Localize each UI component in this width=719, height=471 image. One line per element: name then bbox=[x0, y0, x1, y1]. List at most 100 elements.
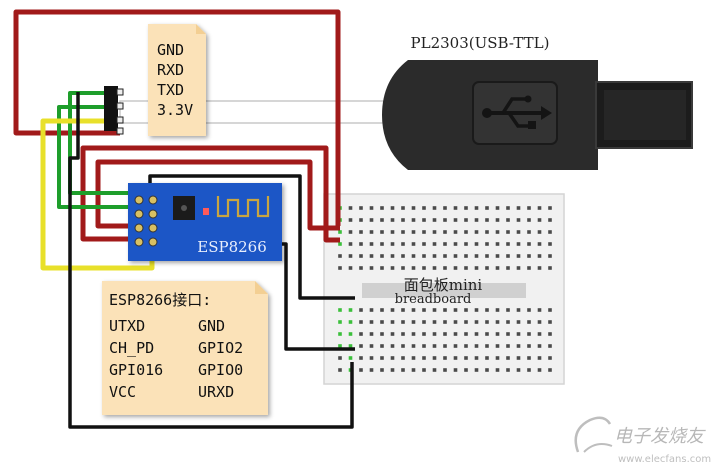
breadboard-hole bbox=[516, 308, 521, 312]
breadboard-hole bbox=[348, 206, 353, 210]
breadboard-hole bbox=[338, 332, 342, 336]
breadboard-hole bbox=[369, 332, 374, 336]
breadboard-hole bbox=[453, 218, 458, 222]
breadboard-hole bbox=[443, 230, 447, 234]
breadboard-hole bbox=[401, 206, 405, 210]
breadboard-hole bbox=[422, 254, 426, 258]
breadboard-hole bbox=[401, 308, 405, 312]
breadboard-hole bbox=[359, 320, 363, 324]
breadboard-hole bbox=[516, 218, 521, 222]
breadboard-hole bbox=[411, 344, 416, 348]
breadboard-hole bbox=[401, 230, 405, 234]
breadboard-hole bbox=[506, 230, 510, 234]
breadboard-hole bbox=[390, 368, 395, 372]
breadboard-hole bbox=[432, 368, 437, 372]
breadboard-hole bbox=[548, 356, 552, 360]
esp-pin-utxd: UTXD bbox=[109, 317, 145, 335]
breadboard-hole bbox=[474, 332, 479, 336]
breadboard-hole bbox=[474, 344, 479, 348]
breadboard-hole bbox=[411, 218, 416, 222]
breadboard-hole bbox=[380, 308, 384, 312]
breadboard-hole bbox=[390, 254, 395, 258]
breadboard-hole bbox=[485, 218, 489, 222]
breadboard-hole bbox=[527, 254, 531, 258]
breadboard-hole bbox=[443, 368, 447, 372]
usb-icon bbox=[472, 81, 558, 145]
breadboard-hole bbox=[474, 308, 479, 312]
breadboard-hole bbox=[453, 344, 458, 348]
usb-adapter-title: PL2303(USB-TTL) bbox=[411, 34, 550, 52]
breadboard-hole bbox=[422, 230, 426, 234]
note-fold bbox=[196, 24, 206, 34]
breadboard-hole bbox=[527, 320, 531, 324]
breadboard-hole bbox=[485, 254, 489, 258]
esp-pin-gpio16: GPI016 bbox=[109, 361, 163, 379]
breadboard-hole bbox=[411, 356, 416, 360]
breadboard-hole bbox=[359, 308, 363, 312]
breadboard-hole bbox=[527, 230, 531, 234]
breadboard-hole bbox=[474, 242, 479, 246]
breadboard-hole bbox=[432, 242, 437, 246]
wire-red-outer bbox=[13, 9, 341, 226]
breadboard-hole bbox=[453, 356, 458, 360]
breadboard-hole bbox=[338, 320, 342, 324]
watermark-sub: www.elecfans.com bbox=[618, 454, 711, 465]
breadboard-hole bbox=[443, 266, 447, 270]
breadboard-hole bbox=[464, 218, 468, 222]
breadboard-hole bbox=[390, 356, 395, 360]
breadboard-hole bbox=[380, 344, 384, 348]
breadboard-hole bbox=[548, 242, 552, 246]
breadboard-hole bbox=[474, 206, 479, 210]
breadboard-hole bbox=[485, 320, 489, 324]
breadboard-hole bbox=[380, 230, 384, 234]
breadboard-hole bbox=[495, 332, 500, 336]
breadboard-hole bbox=[348, 344, 353, 348]
breadboard-hole bbox=[527, 242, 531, 246]
usb-pins-note-paper bbox=[148, 24, 206, 136]
breadboard-hole bbox=[495, 230, 500, 234]
breadboard-hole bbox=[380, 254, 384, 258]
pin-3 bbox=[116, 116, 124, 124]
breadboard-hole bbox=[422, 242, 426, 246]
breadboard-hole bbox=[443, 206, 447, 210]
breadboard-hole bbox=[411, 368, 416, 372]
breadboard-hole bbox=[411, 308, 416, 312]
breadboard-hole bbox=[348, 230, 353, 234]
breadboard-hole bbox=[348, 332, 353, 336]
breadboard-hole bbox=[380, 332, 384, 336]
breadboard-hole bbox=[390, 320, 395, 324]
pin-4 bbox=[116, 127, 124, 135]
breadboard-hole bbox=[495, 218, 500, 222]
breadboard-hole bbox=[443, 344, 447, 348]
breadboard-hole bbox=[359, 242, 363, 246]
breadboard-hole bbox=[369, 356, 374, 360]
breadboard-hole bbox=[548, 254, 552, 258]
breadboard-hole bbox=[548, 344, 552, 348]
breadboard-hole bbox=[453, 206, 458, 210]
usb-ttl-adapter: PL2303(USB-TTL) bbox=[119, 34, 693, 170]
esp-pin-gnd: GND bbox=[198, 317, 225, 335]
esp8266-led bbox=[203, 208, 209, 215]
breadboard-hole bbox=[380, 320, 384, 324]
breadboard-hole bbox=[453, 266, 458, 270]
breadboard-hole bbox=[390, 332, 395, 336]
breadboard-hole bbox=[422, 344, 426, 348]
breadboard-hole bbox=[495, 308, 500, 312]
breadboard-hole bbox=[390, 242, 395, 246]
breadboard-hole bbox=[432, 218, 437, 222]
breadboard-hole bbox=[401, 356, 405, 360]
breadboard-holes bbox=[338, 206, 552, 372]
breadboard-hole bbox=[537, 206, 542, 210]
breadboard-hole bbox=[474, 356, 479, 360]
breadboard-hole bbox=[432, 206, 437, 210]
breadboard-hole bbox=[422, 368, 426, 372]
breadboard-hole bbox=[464, 230, 468, 234]
breadboard-hole bbox=[401, 332, 405, 336]
breadboard-hole bbox=[369, 218, 374, 222]
breadboard-hole bbox=[369, 254, 374, 258]
breadboard-hole bbox=[380, 356, 384, 360]
esp8266-antenna bbox=[216, 196, 270, 218]
watermark-logo-swoosh bbox=[583, 443, 613, 453]
breadboard-hole bbox=[338, 344, 342, 348]
breadboard-hole bbox=[485, 242, 489, 246]
